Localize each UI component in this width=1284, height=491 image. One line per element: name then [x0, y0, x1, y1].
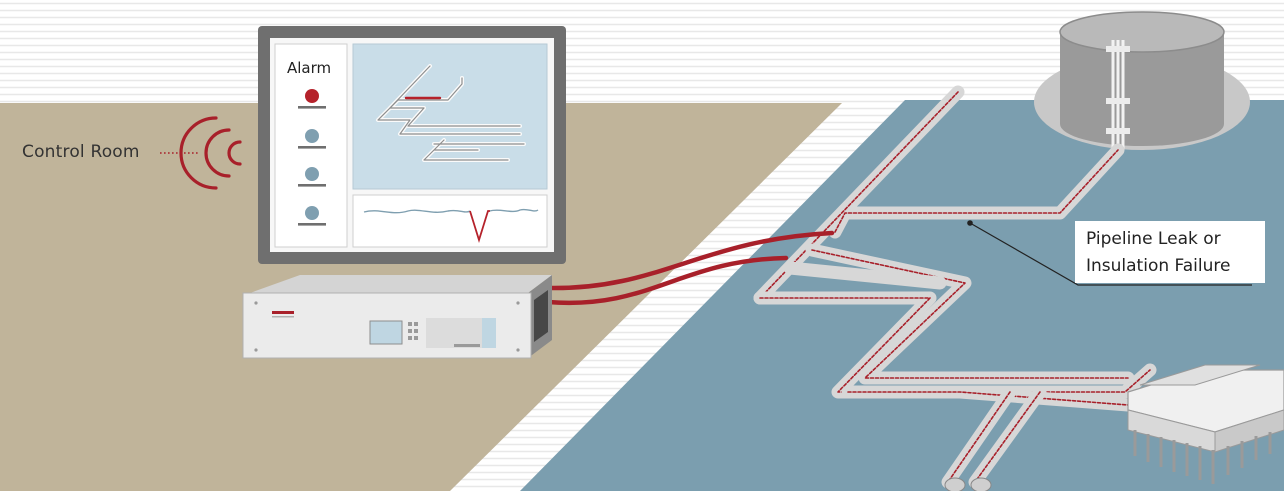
storage-tank: [1034, 12, 1250, 150]
rack-instrument: [243, 275, 552, 358]
callout-line-1: Pipeline Leak or: [1086, 229, 1221, 249]
instrument-logo: [272, 311, 294, 314]
control-room-label: Control Room: [22, 142, 140, 162]
instrument-display: [370, 321, 402, 344]
alarm-panel-title: Alarm: [287, 59, 331, 77]
signal-trace-view: [353, 195, 547, 247]
callout-line-2: Insulation Failure: [1086, 256, 1230, 276]
